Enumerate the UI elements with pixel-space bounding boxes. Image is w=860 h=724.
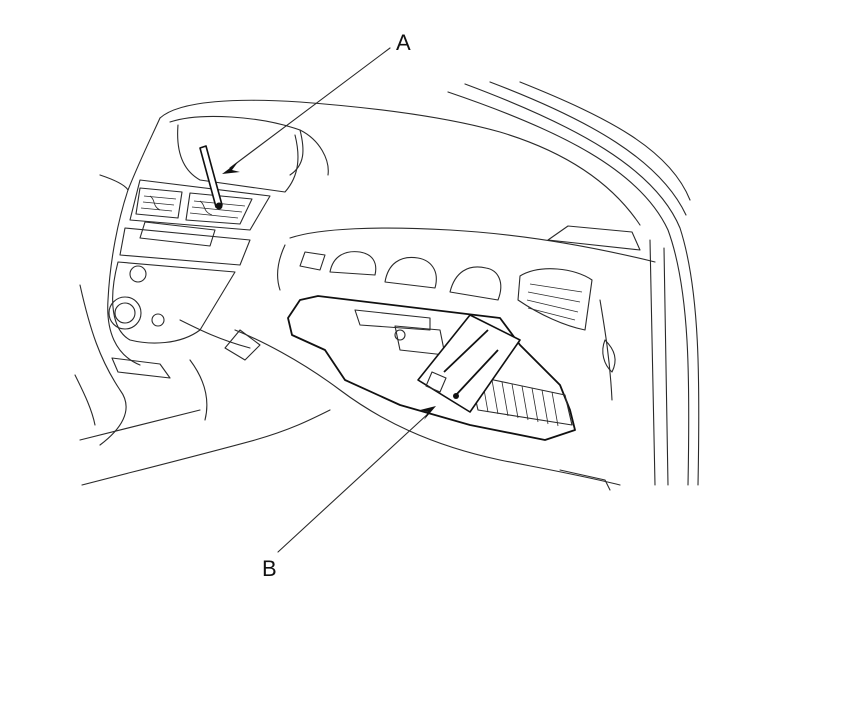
arrowhead-b <box>420 406 436 420</box>
leader-line-a <box>229 47 391 169</box>
thermometer-a <box>199 145 223 210</box>
callout-label-b: B <box>262 556 277 581</box>
dashboard-top <box>99 99 641 251</box>
a-pillar <box>447 81 700 486</box>
callout-label-a: A <box>396 30 411 55</box>
leader-line-b <box>277 411 431 553</box>
thermometer-b <box>417 314 521 413</box>
passenger-dash <box>224 227 656 491</box>
center-stack <box>74 124 331 486</box>
glove-box-opening <box>287 295 576 441</box>
arrowhead-a <box>222 162 240 174</box>
callout-leaders <box>222 47 436 553</box>
